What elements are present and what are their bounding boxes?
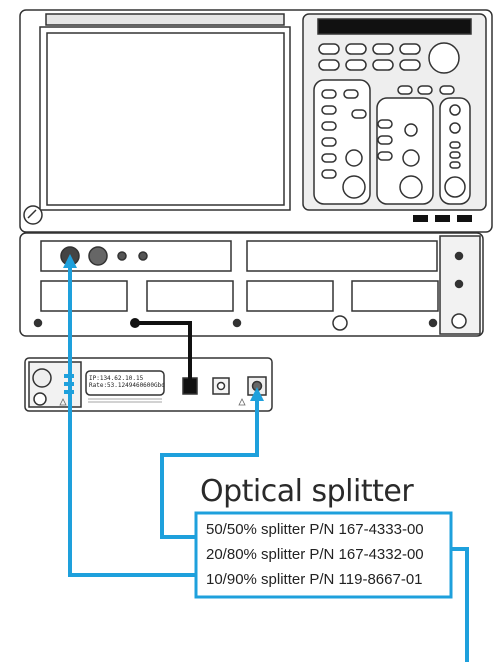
mainframe-thumbwheel — [332, 315, 348, 331]
module-indicator-led-1 — [117, 251, 127, 261]
power-button-icon — [23, 205, 43, 225]
electrical-cable-end — [130, 318, 140, 328]
electrical-clock-cable — [135, 321, 192, 382]
fiber-splitter-to-module — [160, 391, 259, 539]
oscilloscope-status-display — [317, 18, 472, 35]
sampling-module-slot-2 — [146, 280, 234, 312]
mainframe-screw-right — [428, 318, 438, 328]
trigger-output-port — [216, 381, 226, 391]
side-panel-dot-1 — [454, 251, 464, 261]
splitter-part-number: 10/90% splitter P/N 119-8667-01 — [206, 571, 423, 588]
oscilloscope-trigger-section — [439, 97, 471, 205]
mainframe-screw-left — [33, 318, 43, 328]
sampling-module-slot-1 — [40, 280, 128, 312]
fiber-splitter-to-sampler — [68, 258, 196, 577]
oscilloscope-horizontal-knob-mid — [402, 149, 420, 167]
oscilloscope-vertical-knob-small — [345, 149, 363, 167]
optical-splitter-box — [194, 511, 453, 599]
mainframe-screw-mid — [232, 318, 242, 328]
fiber-arrow-module — [250, 387, 264, 401]
module-secondary-input — [33, 392, 47, 406]
oscilloscope-horizontal-buttons — [377, 85, 455, 161]
module-optical-input — [32, 368, 52, 388]
oscilloscope-horizontal-knob-large — [399, 175, 423, 199]
oscilloscope-multipurpose-knob — [428, 42, 460, 74]
sampling-module-slot-3 — [246, 280, 334, 312]
side-panel-dot-2 — [454, 279, 464, 289]
oscilloscope-status-leds — [413, 215, 472, 222]
fiber-arrow-sampler — [63, 254, 77, 268]
splitter-part-number: 50/50% splitter P/N 167-4333-00 — [206, 521, 424, 538]
oscilloscope-title-strip — [45, 13, 285, 26]
module-lcd-ip: IP:134.62.10.15 — [89, 375, 144, 382]
warning-triangle-icon — [59, 398, 246, 406]
oscilloscope-vertical-buttons — [321, 89, 367, 179]
module-vent-lines — [88, 398, 162, 403]
oscilloscope-trigger-controls — [444, 104, 466, 198]
fiber-input — [451, 547, 469, 662]
module-indicator-led-2 — [138, 251, 148, 261]
sampling-module-slot-4 — [351, 280, 439, 312]
module-lcd-display — [85, 370, 165, 396]
sampling-module-slot-top-right — [246, 240, 438, 272]
splitter-part-number: 20/80% splitter P/N 167-4332-00 — [206, 546, 424, 563]
oscilloscope-screen — [46, 32, 285, 206]
optical-splitter-title: Optical splitter — [200, 474, 414, 509]
oscilloscope-horizontal-knob-small — [404, 123, 418, 137]
oscilloscope-top-buttons — [318, 43, 421, 71]
module-lcd-rate: Rate:53.1249460600Gbd — [89, 382, 165, 389]
electrical-input-connector — [88, 246, 108, 266]
oscilloscope-vertical-knob-large — [342, 175, 366, 199]
side-panel-knob — [451, 313, 467, 329]
